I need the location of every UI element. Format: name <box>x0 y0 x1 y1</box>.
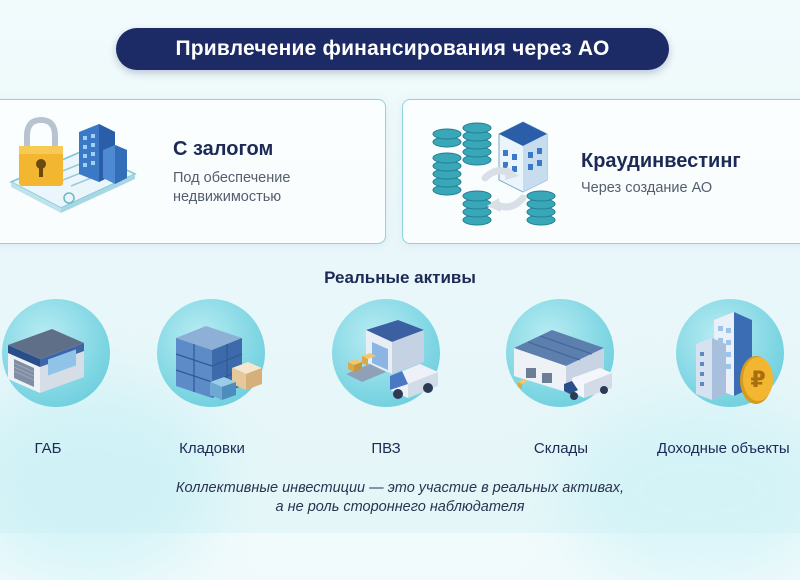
svg-text:₽: ₽ <box>750 368 765 393</box>
footer-quote: Коллективные инвестиции — это участие в … <box>0 479 800 517</box>
warehouse-truck-icon <box>514 330 612 400</box>
storefront-icon <box>8 329 84 393</box>
card-crowdinvesting: Краудинвестинг Через создание АО <box>402 99 800 244</box>
asset-label-gab: ГАБ <box>34 440 62 457</box>
storage-boxes-icon <box>175 326 262 400</box>
footer-line1: Коллективные инвестиции — это участие в … <box>175 480 625 496</box>
asset-label-income: Доходные объекты <box>657 440 790 457</box>
page-title-text: Привлечение финансирования через АО <box>175 37 610 60</box>
card-title: Краудинвестинг <box>581 150 741 172</box>
asset-label-pickup: ПВЗ <box>371 440 401 457</box>
page-title: Привлечение финансирования через АО <box>116 28 669 70</box>
card-subtitle-line1: Через создание АО <box>581 180 713 196</box>
income-building-ruble-icon: ₽ <box>696 312 773 404</box>
footer-line2: а не роль стороннего наблюдателя <box>275 499 525 515</box>
card-subtitle-line2: недвижимостью <box>173 189 282 205</box>
coins-building-exchange-icon <box>432 121 556 226</box>
card-subtitle-line1: Под обеспечение <box>173 170 291 186</box>
card-collateral: С залогом Под обеспечение недвижимостью <box>0 99 386 244</box>
card-title: С залогом <box>173 138 274 160</box>
section-heading: Реальные активы <box>324 268 476 287</box>
pickup-point-icon <box>346 320 438 399</box>
asset-label-storage: Кладовки <box>179 440 245 457</box>
padlock-document-icon <box>9 116 137 213</box>
asset-label-warehouses: Склады <box>533 440 589 457</box>
